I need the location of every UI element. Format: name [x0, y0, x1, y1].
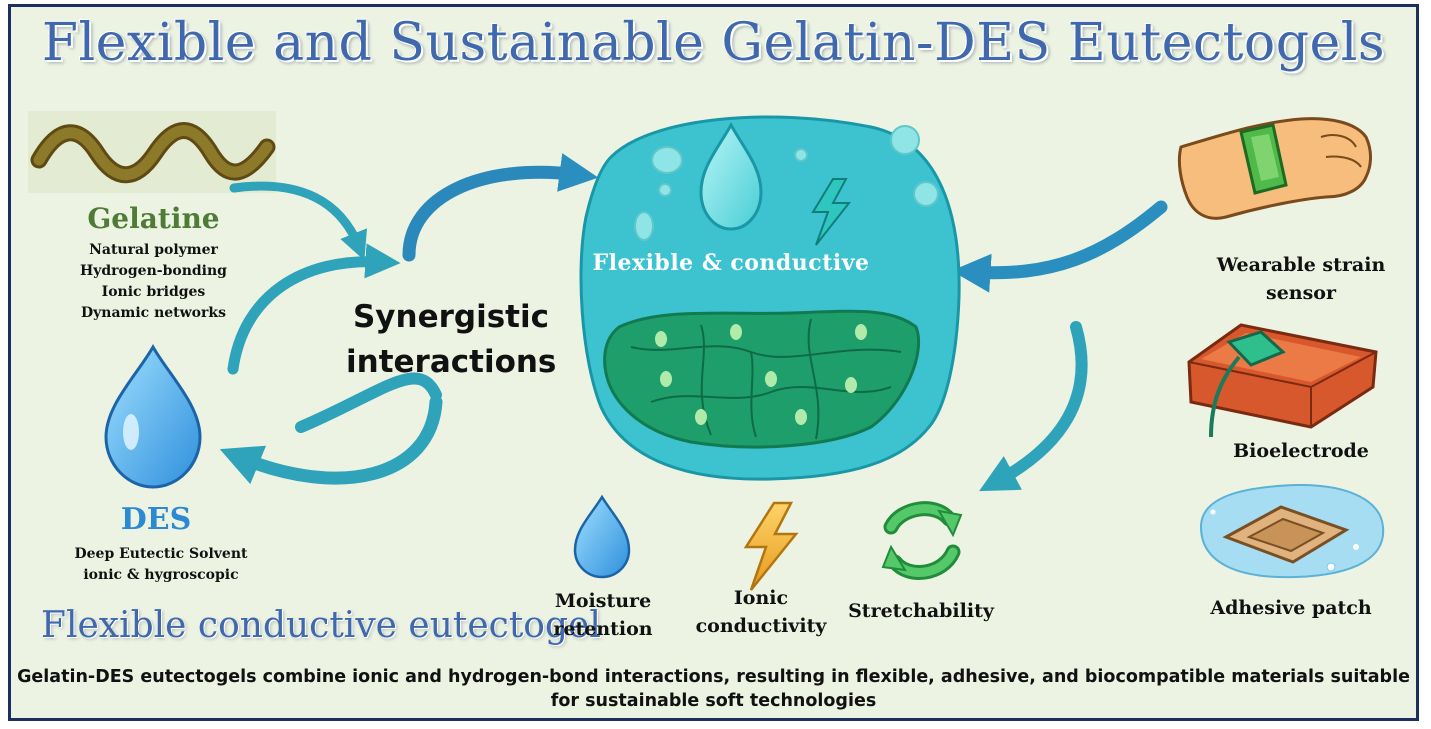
des-line: Deep Eutectic Solvent	[74, 546, 248, 562]
des-description: Deep Eutectic Solvent ionic & hygroscopi…	[61, 544, 261, 586]
wrist-sensor-icon	[1177, 117, 1372, 220]
stretchability-arrows-icon	[881, 501, 963, 580]
bioelectrode-icon	[1187, 323, 1378, 438]
property-moisture-retention-label: Moisture retention	[553, 590, 653, 640]
property-stretchability-label: Stretchability	[848, 600, 994, 622]
diagram-artwork	[28, 111, 1385, 591]
gelatine-feature-list: Natural polymer Hydrogen-bonding Ionic b…	[66, 240, 241, 324]
synergistic-interactions-label: Synergistic interactions	[346, 299, 557, 380]
diagram-frame: Flexible and Sustainable Gelatin-DES Eut…	[8, 4, 1419, 721]
gel-flexible-conductive-label: Flexible & conductive	[592, 250, 870, 276]
gelatine-feature: Hydrogen-bonding	[80, 263, 227, 279]
des-title: DES	[120, 502, 192, 537]
gel-lightning-icon	[811, 178, 852, 246]
diagram-title: Flexible and Sustainable Gelatin-DES Eut…	[41, 13, 1386, 73]
moisture-drop-icon	[573, 494, 631, 579]
application-bioelectrode-label: Bioelectrode	[1233, 440, 1369, 462]
eutectogel-blob	[579, 115, 961, 481]
property-ionic-conductivity-label: Ionic conductivity	[695, 587, 827, 637]
des-drop-icon	[104, 343, 202, 489]
adhesive-patch-icon	[1199, 483, 1385, 579]
application-adhesive-patch-label: Adhesive patch	[1210, 597, 1372, 619]
des-line: ionic & hygroscopic	[83, 567, 239, 583]
gelatine-feature: Natural polymer	[89, 242, 218, 258]
flow-arrows	[219, 153, 1168, 492]
gelatine-feature: Ionic bridges	[101, 284, 206, 300]
gelatine-strand-icon	[28, 111, 276, 193]
eutectogel-subtitle: Flexible conductive eutectogel	[41, 605, 601, 646]
application-wearable-sensor-label: Wearable strain sensor	[1216, 254, 1386, 304]
gelatine-title: Gelatine	[87, 202, 220, 235]
conductivity-lightning-icon	[743, 501, 799, 591]
gelatine-feature: Dynamic networks	[81, 305, 226, 321]
gel-drop-icon	[699, 121, 763, 231]
diagram-caption: Gelatin-DES eutectogels combine ionic an…	[17, 667, 1410, 711]
